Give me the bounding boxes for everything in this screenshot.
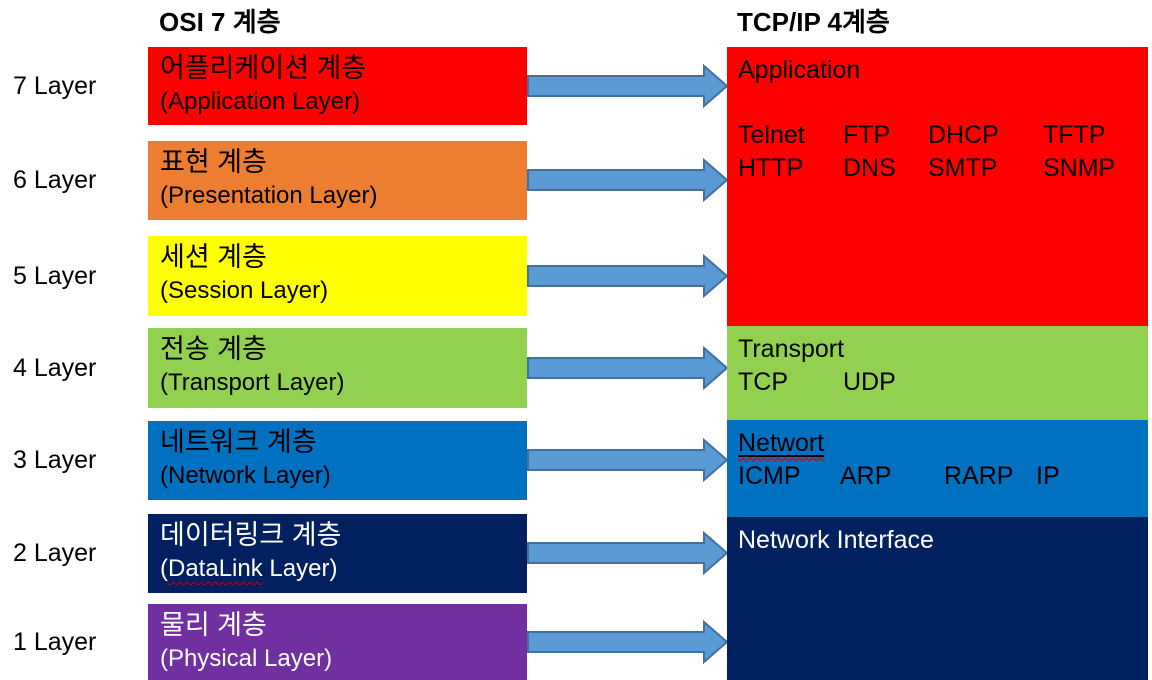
tcpip-box-network-interface: Network Interface (727, 517, 1148, 680)
arrow-icon-layer7 (527, 64, 729, 108)
protocol-label: SMTP (928, 154, 998, 182)
protocol-label: TFTP (1043, 121, 1106, 149)
tcpip-box-network: Networt ICMP ARP RARP IP (727, 420, 1148, 517)
osi-box-korean-label: 어플리케이션 계층 (160, 53, 367, 83)
application-protocols: Telnet FTP DHCP TFTP HTTP DNS SMTP SNMP (738, 119, 1144, 185)
osi-box-english-label: (Presentation Layer) (160, 182, 378, 209)
protocol-label: HTTP (738, 154, 804, 182)
layer-number-1: 1 Layer (13, 627, 97, 656)
protocol-label: RARP (944, 462, 1014, 490)
arrow-icon-layer4 (527, 346, 729, 390)
protocol-label: UDP (843, 368, 896, 396)
arrow-icon-layer5 (527, 254, 729, 298)
network-protocols: ICMP ARP RARP IP (738, 460, 1148, 493)
transport-protocols: TCP UDP (738, 366, 1148, 399)
osi-box-english-label: (Physical Layer) (160, 645, 333, 672)
osi-box-presentation: 표현 계층 (Presentation Layer) (148, 141, 527, 220)
osi-box-korean-label: 세션 계층 (160, 242, 267, 272)
arrow-icon-layer1 (527, 620, 729, 664)
protocol-label: ARP (840, 462, 892, 490)
osi-box-korean-label: 네트워크 계층 (160, 427, 317, 457)
layer-number-2: 2 Layer (13, 539, 97, 567)
osi-box-korean-label: 물리 계층 (160, 610, 267, 640)
tcpip-column-title: TCP/IP 4계층 (737, 7, 890, 37)
protocol-label: Telnet (738, 121, 805, 149)
arrow-icon-layer3 (527, 438, 729, 482)
protocol-label: IP (1036, 462, 1060, 490)
layer-number-4: 4 Layer (13, 353, 97, 382)
osi-box-english-label: (DataLink Layer) (160, 554, 527, 584)
tcpip-box-application: Application Telnet FTP DHCP TFTP HTTP DN… (727, 47, 1148, 326)
layer-number-6: 6 Layer (13, 166, 97, 194)
tcpip-box-title: Network Interface (738, 526, 934, 554)
osi-box-korean-label: 표현 계층 (160, 147, 267, 177)
protocol-label: TCP (738, 368, 788, 396)
osi-box-english-label: (Transport Layer) (160, 369, 345, 396)
layer-number-3: 3 Layer (13, 446, 97, 474)
english-label-suffix: Layer) (262, 555, 338, 582)
arrow-icon-layer2 (527, 531, 729, 575)
osi-box-datalink: 데이터링크 계층 (DataLink Layer) (148, 514, 527, 593)
tcpip-box-title: Transport (738, 335, 845, 363)
protocol-label: ICMP (738, 462, 801, 490)
osi-box-korean-label: 데이터링크 계층 (160, 520, 342, 550)
protocol-label: DHCP (928, 121, 999, 149)
osi-box-session: 세션 계층 (Session Layer) (148, 236, 527, 316)
misspelled-word: DataLink (168, 555, 263, 582)
osi-box-application: 어플리케이션 계층 (Application Layer) (148, 47, 527, 125)
layer-number-7: 7 Layer (13, 71, 97, 100)
tcpip-box-transport: Transport TCP UDP (727, 326, 1148, 420)
protocol-label: DNS (843, 154, 896, 182)
english-label-prefix: ( (160, 555, 168, 582)
protocol-label: SNMP (1043, 154, 1116, 182)
tcpip-box-title: Networt (738, 426, 1148, 460)
osi-column-title: OSI 7 계층 (159, 7, 281, 37)
layer-number-5: 5 Layer (13, 261, 97, 290)
arrow-icon-layer6 (527, 158, 729, 202)
osi-box-korean-label: 전송 계층 (160, 334, 267, 364)
osi-box-english-label: (Application Layer) (160, 88, 361, 115)
osi-box-english-label: (Session Layer) (160, 277, 329, 304)
misspelled-word: Networt (738, 429, 825, 457)
protocol-label: FTP (843, 121, 891, 149)
osi-box-transport: 전송 계층 (Transport Layer) (148, 328, 527, 408)
osi-box-english-label: (Network Layer) (160, 462, 331, 489)
tcpip-box-title: Application (738, 56, 861, 84)
osi-box-physical: 물리 계층 (Physical Layer) (148, 604, 527, 680)
osi-box-network: 네트워크 계층 (Network Layer) (148, 421, 527, 500)
